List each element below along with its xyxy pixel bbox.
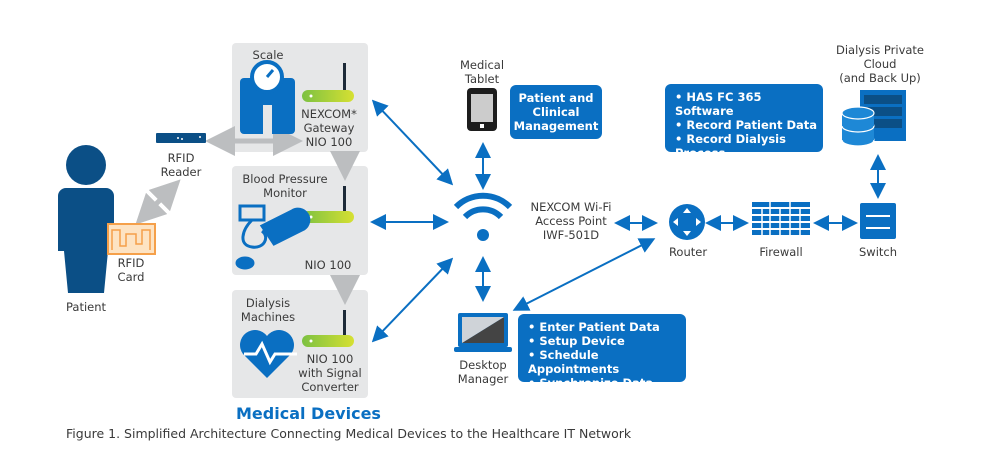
switch-label: Switch xyxy=(858,245,898,259)
heart-monitor-icon xyxy=(240,330,297,378)
wifi-icon xyxy=(453,192,513,241)
dialysis-line: Machines xyxy=(240,310,296,324)
gateway-line: Converter xyxy=(301,380,359,394)
cloud-function: Backup xyxy=(675,160,823,174)
rfid-card-label-1: RFID xyxy=(117,256,145,270)
patient-icon xyxy=(58,145,114,293)
firewall-label: Firewall xyxy=(759,245,803,259)
desktop-line: Manager xyxy=(457,372,509,386)
desktop-line: Desktop xyxy=(459,358,507,372)
cloud-server-icon xyxy=(841,90,906,147)
cloud-line: Cloud xyxy=(863,57,897,71)
gateway-line: NIO 100 xyxy=(306,352,354,366)
wifi-line: NEXCOM Wi-Fi xyxy=(530,200,612,214)
bp-gateway-label: NIO 100 xyxy=(304,258,352,272)
wifi-line: IWF-501D xyxy=(542,228,600,242)
gateway-icon xyxy=(302,63,354,347)
gray-arrows xyxy=(135,126,360,305)
gateway-line: with Signal xyxy=(298,366,362,380)
rfid-reader-icon xyxy=(156,133,206,143)
cloud-function: Record Dialysis Process xyxy=(675,132,823,160)
scale-icon xyxy=(240,60,295,135)
blue-arrows xyxy=(370,99,886,343)
tablet-line: Tablet xyxy=(464,72,500,86)
figure-caption: Figure 1. Simplified Architecture Connec… xyxy=(66,426,632,441)
desktop-task: Schedule Appointments xyxy=(528,348,686,376)
laptop-icon xyxy=(454,313,512,352)
cloud-line: (and Back Up) xyxy=(839,71,921,85)
bp-line: Monitor xyxy=(263,186,307,200)
tablet-line: Medical xyxy=(459,58,505,72)
bp-line: Blood Pressure xyxy=(242,172,328,186)
blood-pressure-icon xyxy=(235,204,311,270)
dialysis-line: Dialysis xyxy=(245,296,291,310)
cloud-function: Record Patient Data xyxy=(675,118,823,132)
gateway-line: NIO 100 xyxy=(305,135,353,149)
desktop-task: Synchronize Data xyxy=(528,376,686,390)
cloud-line: Dialysis Private xyxy=(835,43,925,57)
desktop-tasks-box: Enter Patient DataSetup DeviceSchedule A… xyxy=(518,314,686,390)
scale-label: Scale xyxy=(252,48,284,62)
rfid-reader-label-1: RFID xyxy=(167,151,195,165)
rfid-card-label-2: Card xyxy=(117,270,145,284)
router-icon xyxy=(669,204,705,240)
desktop-task: Enter Patient Data xyxy=(528,320,686,334)
gateway-line: Gateway xyxy=(303,121,355,135)
box-line: Management xyxy=(513,119,599,133)
box-line: Patient and xyxy=(518,91,594,105)
gateway-line: NEXCOM* xyxy=(301,107,357,121)
wifi-line: Access Point xyxy=(535,214,607,228)
rfid-card-icon xyxy=(107,223,156,255)
cloud-functions-box: HAS FC 365 SoftwareRecord Patient DataRe… xyxy=(665,84,823,174)
rfid-reader-label-2: Reader xyxy=(160,165,202,179)
router-label: Router xyxy=(668,245,708,259)
cloud-function: HAS FC 365 Software xyxy=(675,90,823,118)
desktop-task: Setup Device xyxy=(528,334,686,348)
patient-label: Patient xyxy=(65,300,107,314)
tablet-icon xyxy=(467,88,497,131)
box-line: Clinical xyxy=(532,105,580,119)
firewall-icon xyxy=(752,202,810,235)
switch-icon xyxy=(860,203,896,239)
medical-devices-title: Medical Devices xyxy=(236,404,381,423)
